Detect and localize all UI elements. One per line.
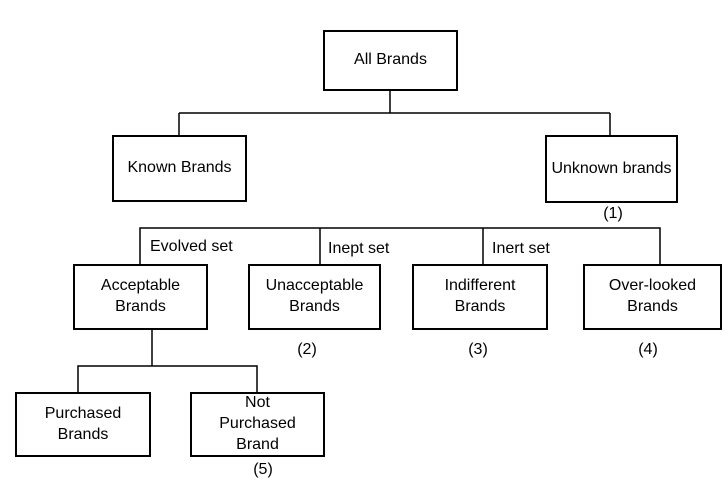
footnote-4: (4) <box>638 341 658 358</box>
node-unacceptable-brands: Unacceptable Brands <box>248 264 381 330</box>
footnote-5: (5) <box>253 461 273 478</box>
footnote-3: (3) <box>468 341 488 358</box>
footnote-2: (2) <box>297 341 317 358</box>
edge-label-inept-set: Inept set <box>328 240 390 257</box>
node-purchased-brands: Purchased Brands <box>15 392 151 457</box>
node-known-brands: Known Brands <box>112 135 247 202</box>
edge-label-evolved-set: Evolved set <box>150 238 233 255</box>
node-overlooked-brands: Over-looked Brands <box>583 264 722 330</box>
footnote-1: (1) <box>603 205 623 222</box>
node-not-purchased-brand: Not Purchased Brand <box>190 392 325 457</box>
node-acceptable-brands: Acceptable Brands <box>73 264 208 330</box>
node-indifferent-brands: Indifferent Brands <box>412 264 548 330</box>
edge-label-inert-set: Inert set <box>492 240 550 257</box>
node-unknown-brands: Unknown brands <box>545 135 678 203</box>
node-all-brands: All Brands <box>323 30 458 91</box>
